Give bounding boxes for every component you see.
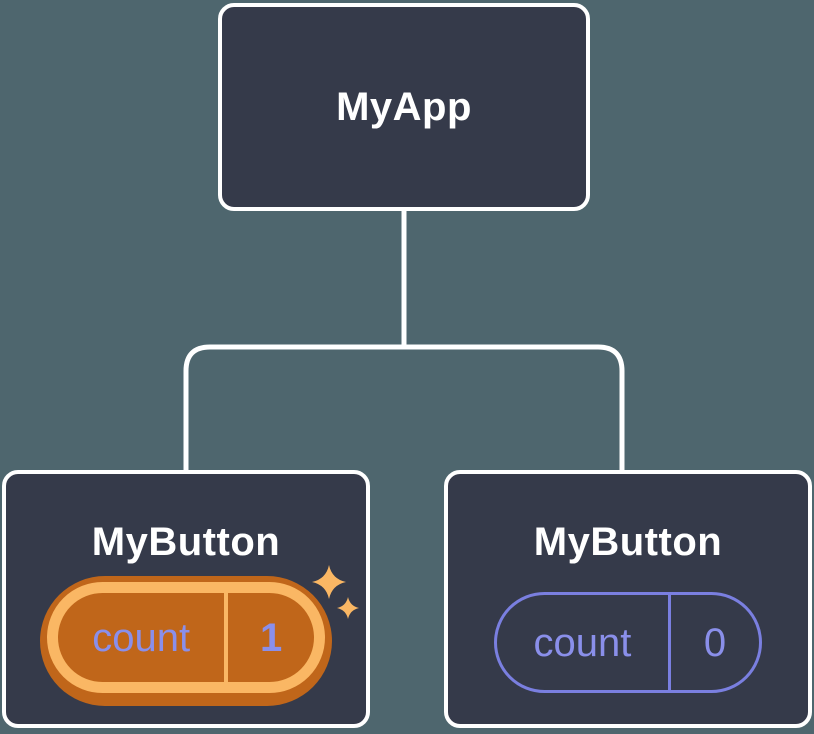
state-badge-divider [224, 593, 229, 682]
state-name: count [92, 615, 191, 660]
state-badge-plain: count 0 [494, 592, 762, 693]
tree-node-mybutton-2: MyButton count 0 [444, 470, 812, 728]
node-label-mybutton-2: MyButton [533, 520, 723, 564]
node-label-mybutton-1: MyButton [91, 520, 281, 564]
state-value: 0 [703, 620, 727, 665]
state-name: count [533, 620, 632, 665]
state-badge-divider [667, 595, 671, 690]
sparkles-icon [312, 565, 359, 619]
connector-branch [183, 344, 625, 475]
state-badge-highlighted: count 1 [40, 576, 332, 706]
tree-node-mybutton-1: MyButton count 1 [2, 470, 370, 728]
state-badge-inner: count 1 [47, 582, 325, 693]
state-value: 1 [260, 615, 283, 660]
node-label-myapp: MyApp [336, 85, 472, 129]
tree-node-myapp: MyApp [218, 3, 590, 211]
